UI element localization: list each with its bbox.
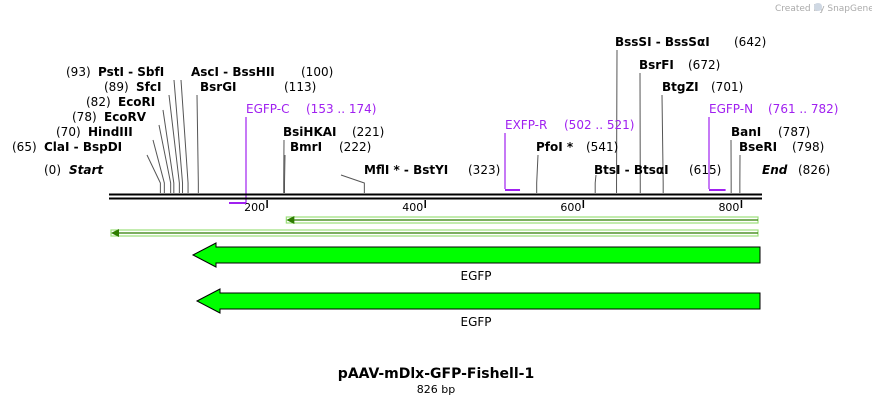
enzyme-position: (615) [689, 163, 721, 177]
enzyme-site-line [196, 94, 199, 193]
enzyme-name[interactable]: SfcI [136, 80, 161, 94]
ruler-tick-label: 400 [402, 201, 423, 214]
enzyme-position: (798) [792, 140, 824, 154]
sequence-backbone-top [109, 193, 762, 196]
enzyme-site-line [340, 174, 365, 193]
enzyme-name[interactable]: PstI - SbfI [98, 65, 164, 79]
enzyme-position: (323) [468, 163, 500, 177]
primer-bar[interactable] [229, 202, 246, 204]
enzyme-name[interactable]: BmrI [290, 140, 322, 154]
primer-name[interactable]: EGFP-C [246, 102, 289, 116]
enzyme-name[interactable]: EcoRV [104, 110, 147, 124]
primer-bar[interactable] [709, 189, 726, 191]
enzyme-site-line [152, 139, 165, 193]
enzyme-position: (89) [104, 80, 129, 94]
enzyme-name[interactable]: BssSI - BssSαI [615, 35, 710, 49]
enzyme-name[interactable]: BsrFI [639, 58, 674, 72]
enzyme-position: (222) [339, 140, 371, 154]
enzyme-name[interactable]: BtgZI [662, 80, 699, 94]
feature-arrow[interactable] [195, 288, 761, 314]
enzyme-position: (93) [66, 65, 91, 79]
enzyme-name[interactable]: EcoRI [118, 95, 155, 109]
enzyme-position: (787) [778, 125, 810, 139]
primer-name[interactable]: EGFP-N [709, 102, 753, 116]
enzyme-position: (70) [56, 125, 81, 139]
enzyme-name[interactable]: PfoI * [536, 140, 574, 154]
primer-range: (502 .. 521) [564, 118, 634, 132]
enzyme-position: (65) [12, 140, 37, 154]
primer-range: (153 .. 174) [306, 102, 376, 116]
feature-label: EGFP [460, 269, 491, 283]
orf-arrowhead-icon [286, 216, 295, 224]
primer-bar[interactable] [505, 189, 521, 191]
enzyme-position: (701) [711, 80, 743, 94]
enzyme-name[interactable]: MflI * - BstYI [364, 163, 448, 177]
enzyme-position: (221) [352, 125, 384, 139]
enzyme-name[interactable]: ClaI - BspDI [44, 140, 122, 154]
plasmid-length: 826 bp [417, 383, 455, 396]
snapgene-logo-icon [814, 3, 822, 11]
enzyme-position: (113) [284, 80, 316, 94]
orf-arrowhead-icon [111, 229, 119, 237]
enzyme-name[interactable]: BseRI [739, 140, 777, 154]
enzyme-site-line [536, 154, 539, 193]
enzyme-name[interactable]: AscI - BssHII [191, 65, 275, 79]
enzyme-name[interactable]: BsiHKAI [283, 125, 337, 139]
start-label: Start [69, 163, 104, 177]
enzyme-name[interactable]: BanI [731, 125, 761, 139]
enzyme-name[interactable]: HindIII [88, 125, 133, 139]
start-position: (0) [44, 163, 61, 177]
enzyme-name[interactable]: BtsI - BtsαI [594, 163, 669, 177]
feature-label: EGFP [460, 315, 491, 329]
enzyme-position: (82) [86, 95, 111, 109]
plasmid-name: pAAV-mDlx-GFP-Fishell-1 [338, 366, 534, 382]
enzyme-site-line [168, 94, 180, 193]
snapgene-watermark: Created by SnapGene [775, 4, 872, 14]
sequence-backbone-bottom [109, 197, 762, 200]
enzyme-position: (672) [688, 58, 720, 72]
end-position: (826) [798, 163, 830, 177]
ruler-tick-label: 800 [718, 201, 739, 214]
enzyme-name[interactable]: BsrGI [200, 80, 237, 94]
enzyme-site-line [173, 79, 184, 193]
enzyme-position: (78) [72, 110, 97, 124]
enzyme-site-line [180, 79, 189, 193]
ruler-tick-label: 600 [560, 201, 581, 214]
end-label: End [762, 163, 788, 177]
enzyme-position: (100) [301, 65, 333, 79]
primer-name[interactable]: EXFP-R [505, 118, 547, 132]
enzyme-site-line [162, 109, 175, 193]
enzyme-site-line [158, 124, 172, 193]
feature-arrow[interactable] [191, 242, 761, 268]
enzyme-site-line [146, 154, 161, 193]
primer-range: (761 .. 782) [768, 102, 838, 116]
enzyme-position: (541) [586, 140, 618, 154]
enzyme-site-line [661, 94, 664, 193]
ruler-tick-label: 200 [244, 201, 265, 214]
enzyme-site-line [594, 174, 597, 193]
enzyme-position: (642) [734, 35, 766, 49]
